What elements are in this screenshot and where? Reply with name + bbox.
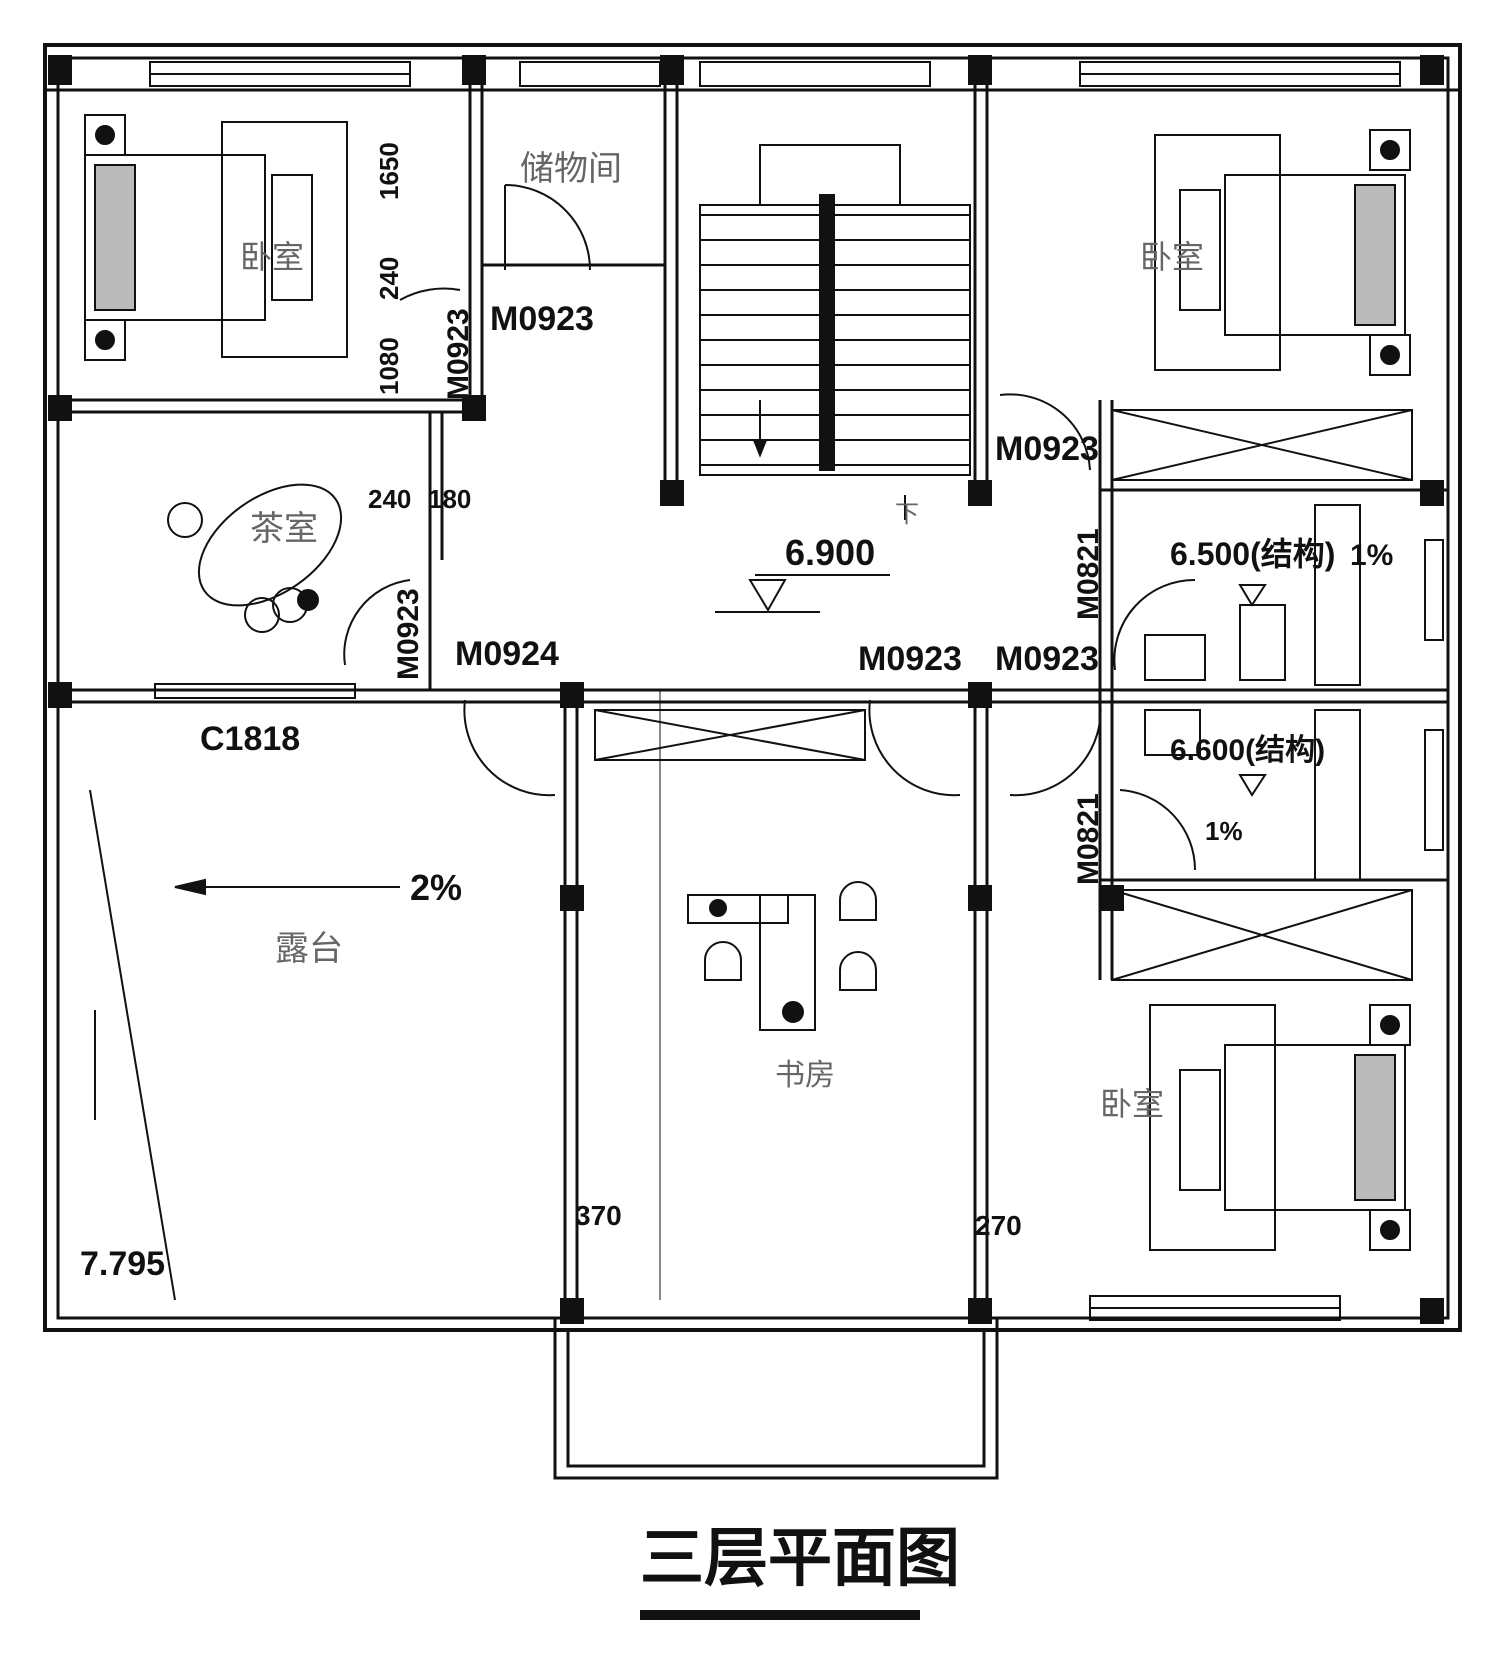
level-markers xyxy=(715,574,1267,797)
level-hall: 6.900 xyxy=(785,532,875,573)
door-code-study-right: M0923 xyxy=(995,640,1099,678)
dim-370: 370 xyxy=(575,1200,622,1231)
room-label-bedroom-se: 卧室 xyxy=(1100,1085,1164,1123)
bed-nw xyxy=(84,114,348,361)
room-label-tea: 茶室 xyxy=(250,509,318,549)
terrace-details xyxy=(43,700,400,1330)
door-code-nw-bedroom: M0923 xyxy=(442,308,475,400)
dim-180: 180 xyxy=(428,484,471,514)
drawing-title: 三层平面图 xyxy=(640,1522,960,1596)
dim-1650: 1650 xyxy=(374,142,404,200)
room-label-study: 书房 xyxy=(775,1058,835,1093)
walls xyxy=(43,43,1462,1480)
window-code-tea: C1818 xyxy=(200,720,300,758)
door-code-storage: M0923 xyxy=(490,300,594,338)
room-label-storage: 储物间 xyxy=(520,149,622,189)
door-code-study-left: M0923 xyxy=(858,640,962,678)
slope-terrace: 2% xyxy=(410,867,462,908)
door-code-ne-bedroom: M0923 xyxy=(995,430,1099,468)
level-terrace: 7.795 xyxy=(80,1245,165,1283)
room-label-terrace: 露台 xyxy=(275,929,343,969)
door-code-bath-upper: M0821 xyxy=(1072,528,1105,620)
dim-270: 270 xyxy=(975,1210,1022,1241)
windows xyxy=(149,61,1444,1321)
bath-fixtures xyxy=(1111,409,1413,981)
slope-bath-lower: 1% xyxy=(1205,816,1243,846)
study-desk xyxy=(687,881,877,1031)
slope-bath: 1% xyxy=(1350,539,1393,572)
doors xyxy=(343,184,1197,871)
bed-ne xyxy=(1154,129,1411,376)
door-code-bath-lower: M0821 xyxy=(1072,793,1105,885)
title-underline xyxy=(640,1610,920,1620)
level-bath-lower: 6.600(结构) xyxy=(1170,734,1325,767)
room-label-bedroom-nw: 卧室 xyxy=(240,238,304,276)
room-label-bedroom-ne: 卧室 xyxy=(1140,238,1204,276)
stair-down-mark: 下 xyxy=(895,500,919,528)
door-code-tea: M0923 xyxy=(392,588,425,680)
tea-table xyxy=(167,483,343,633)
dim-240a: 240 xyxy=(374,257,404,300)
dim-240b: 240 xyxy=(368,484,411,514)
door-code-terrace: M0924 xyxy=(455,635,559,673)
level-bath-upper: 6.500(结构) xyxy=(1170,536,1335,572)
stair xyxy=(699,144,971,520)
bed-se xyxy=(1149,1004,1411,1251)
dim-1080: 1080 xyxy=(374,337,404,395)
study-cabinet xyxy=(594,690,866,1300)
